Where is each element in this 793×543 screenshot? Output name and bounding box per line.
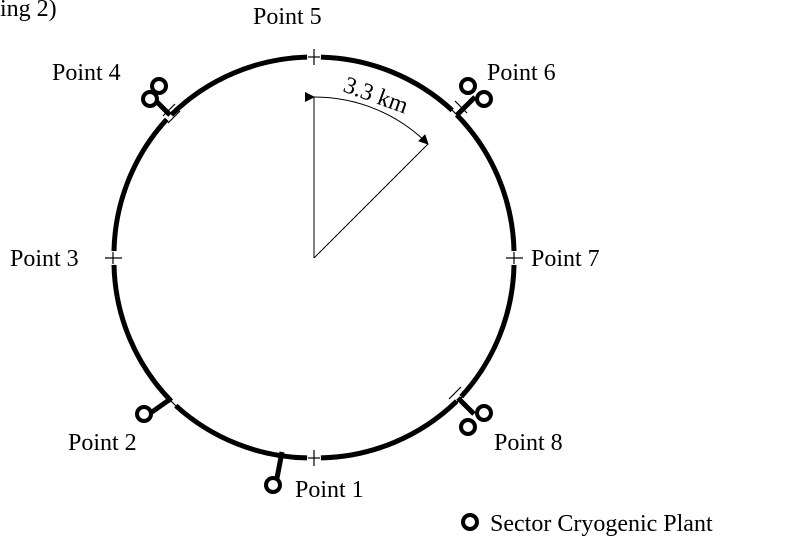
label-point-3: Point 3 bbox=[10, 246, 79, 272]
cryogenic-plant-icon bbox=[459, 418, 477, 436]
cryogenic-plant-icon bbox=[141, 90, 159, 108]
cryogenic-plant-icon bbox=[264, 476, 282, 494]
cryogenic-plant-icon bbox=[150, 77, 168, 95]
sector-indicator bbox=[304, 92, 429, 259]
insertion-ticks bbox=[105, 49, 523, 466]
ring-arc-3-2 bbox=[111, 264, 174, 403]
tick-point-6b bbox=[454, 100, 468, 114]
tick-point-8 bbox=[448, 386, 462, 400]
cryogenic-plant-icon bbox=[475, 90, 493, 108]
ring-arc-2-1 bbox=[174, 403, 308, 461]
label-point-7: Point 7 bbox=[531, 246, 600, 272]
plant-6-connector bbox=[455, 95, 477, 117]
label-point-4: Point 4 bbox=[52, 60, 121, 86]
label-point-8: Point 8 bbox=[494, 430, 563, 456]
ring-arc-5-4 bbox=[169, 54, 308, 117]
tick-point-6 bbox=[448, 106, 462, 120]
tick-point-4 bbox=[162, 103, 176, 117]
plant-2-connector bbox=[150, 397, 171, 415]
tick-point-4b bbox=[167, 110, 181, 124]
label-point-6: Point 6 bbox=[487, 60, 556, 86]
ring bbox=[111, 54, 517, 461]
sector-radius-diagonal bbox=[313, 143, 429, 259]
legend: Sector Cryogenic Plant bbox=[461, 511, 713, 537]
label-point-5: Point 5 bbox=[253, 4, 322, 30]
tick-point-2 bbox=[167, 397, 180, 410]
cryogenic-plant-icon bbox=[135, 405, 153, 423]
label-point-2: Point 2 bbox=[68, 430, 137, 456]
cryogenic-plants bbox=[135, 77, 493, 494]
plant-1-connector bbox=[274, 451, 285, 479]
ring-arc-8-7 bbox=[459, 264, 517, 399]
ring-arc-1-8 bbox=[320, 399, 459, 461]
cryogenic-plant-icon bbox=[461, 513, 479, 531]
sector-length-label: 3.3 km bbox=[340, 72, 412, 119]
legend-label: Sector Cryogenic Plant bbox=[490, 511, 713, 537]
ring-arc-6-5 bbox=[320, 54, 454, 113]
cryogenic-plant-icon bbox=[475, 404, 493, 422]
cryogenic-plant-icon bbox=[459, 77, 477, 95]
ring-arc-4-3 bbox=[111, 117, 169, 252]
ring-arc-7-6 bbox=[454, 113, 517, 252]
partial-caption: ing 2) bbox=[0, 0, 57, 22]
label-point-1: Point 1 bbox=[295, 477, 364, 503]
sector-arc-arrow bbox=[304, 92, 429, 145]
plant-8-connector bbox=[456, 396, 476, 416]
